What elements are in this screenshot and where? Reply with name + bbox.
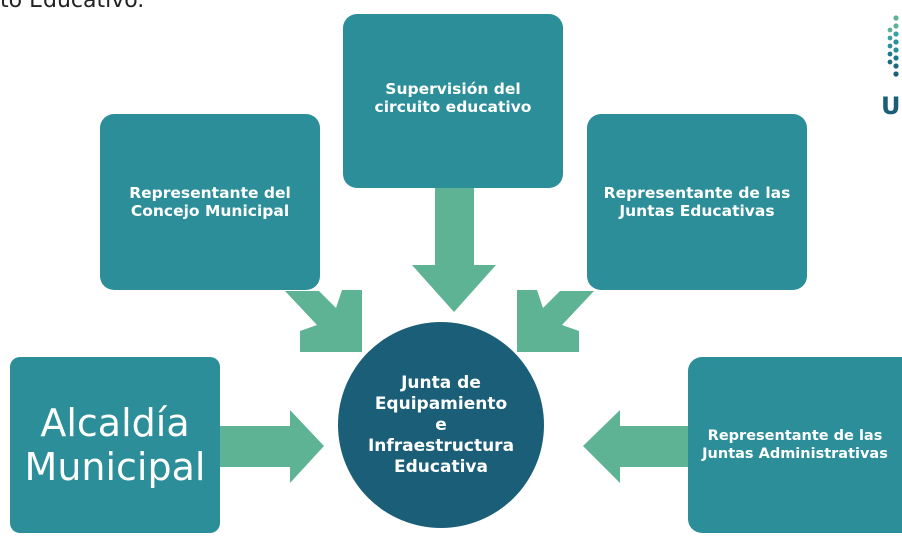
center-label: Junta de Equipamiento e Infraestructura …	[367, 372, 515, 477]
logo-letter: U	[881, 92, 901, 120]
node-lower-left-label: Alcaldía Municipal	[24, 401, 206, 489]
node-upper-left-label: Representante del Concejo Municipal	[129, 184, 291, 220]
node-lower-right-label: Representante de las Juntas Administrati…	[702, 428, 888, 462]
center-circle: Junta de Equipamiento e Infraestructura …	[338, 322, 544, 528]
arrow-upper-left	[285, 290, 362, 352]
arrow-lower-left	[220, 410, 324, 483]
node-upper-right: Representante de las Juntas Educativas	[587, 114, 807, 290]
node-lower-right: Representante de las Juntas Administrati…	[688, 357, 902, 533]
partial-title: to Educativo.	[0, 0, 145, 13]
node-top: Supervisión del circuito educativo	[343, 14, 563, 188]
arrow-top	[412, 188, 496, 312]
node-upper-left: Representante del Concejo Municipal	[100, 114, 320, 290]
arrow-lower-right	[583, 410, 688, 483]
node-lower-left: Alcaldía Municipal	[10, 357, 220, 533]
arrow-upper-right	[517, 290, 594, 352]
node-top-label: Supervisión del circuito educativo	[374, 80, 532, 116]
node-upper-right-label: Representante de las Juntas Educativas	[603, 184, 791, 220]
logo: U	[876, 0, 902, 120]
logo-dots-icon	[887, 15, 899, 77]
